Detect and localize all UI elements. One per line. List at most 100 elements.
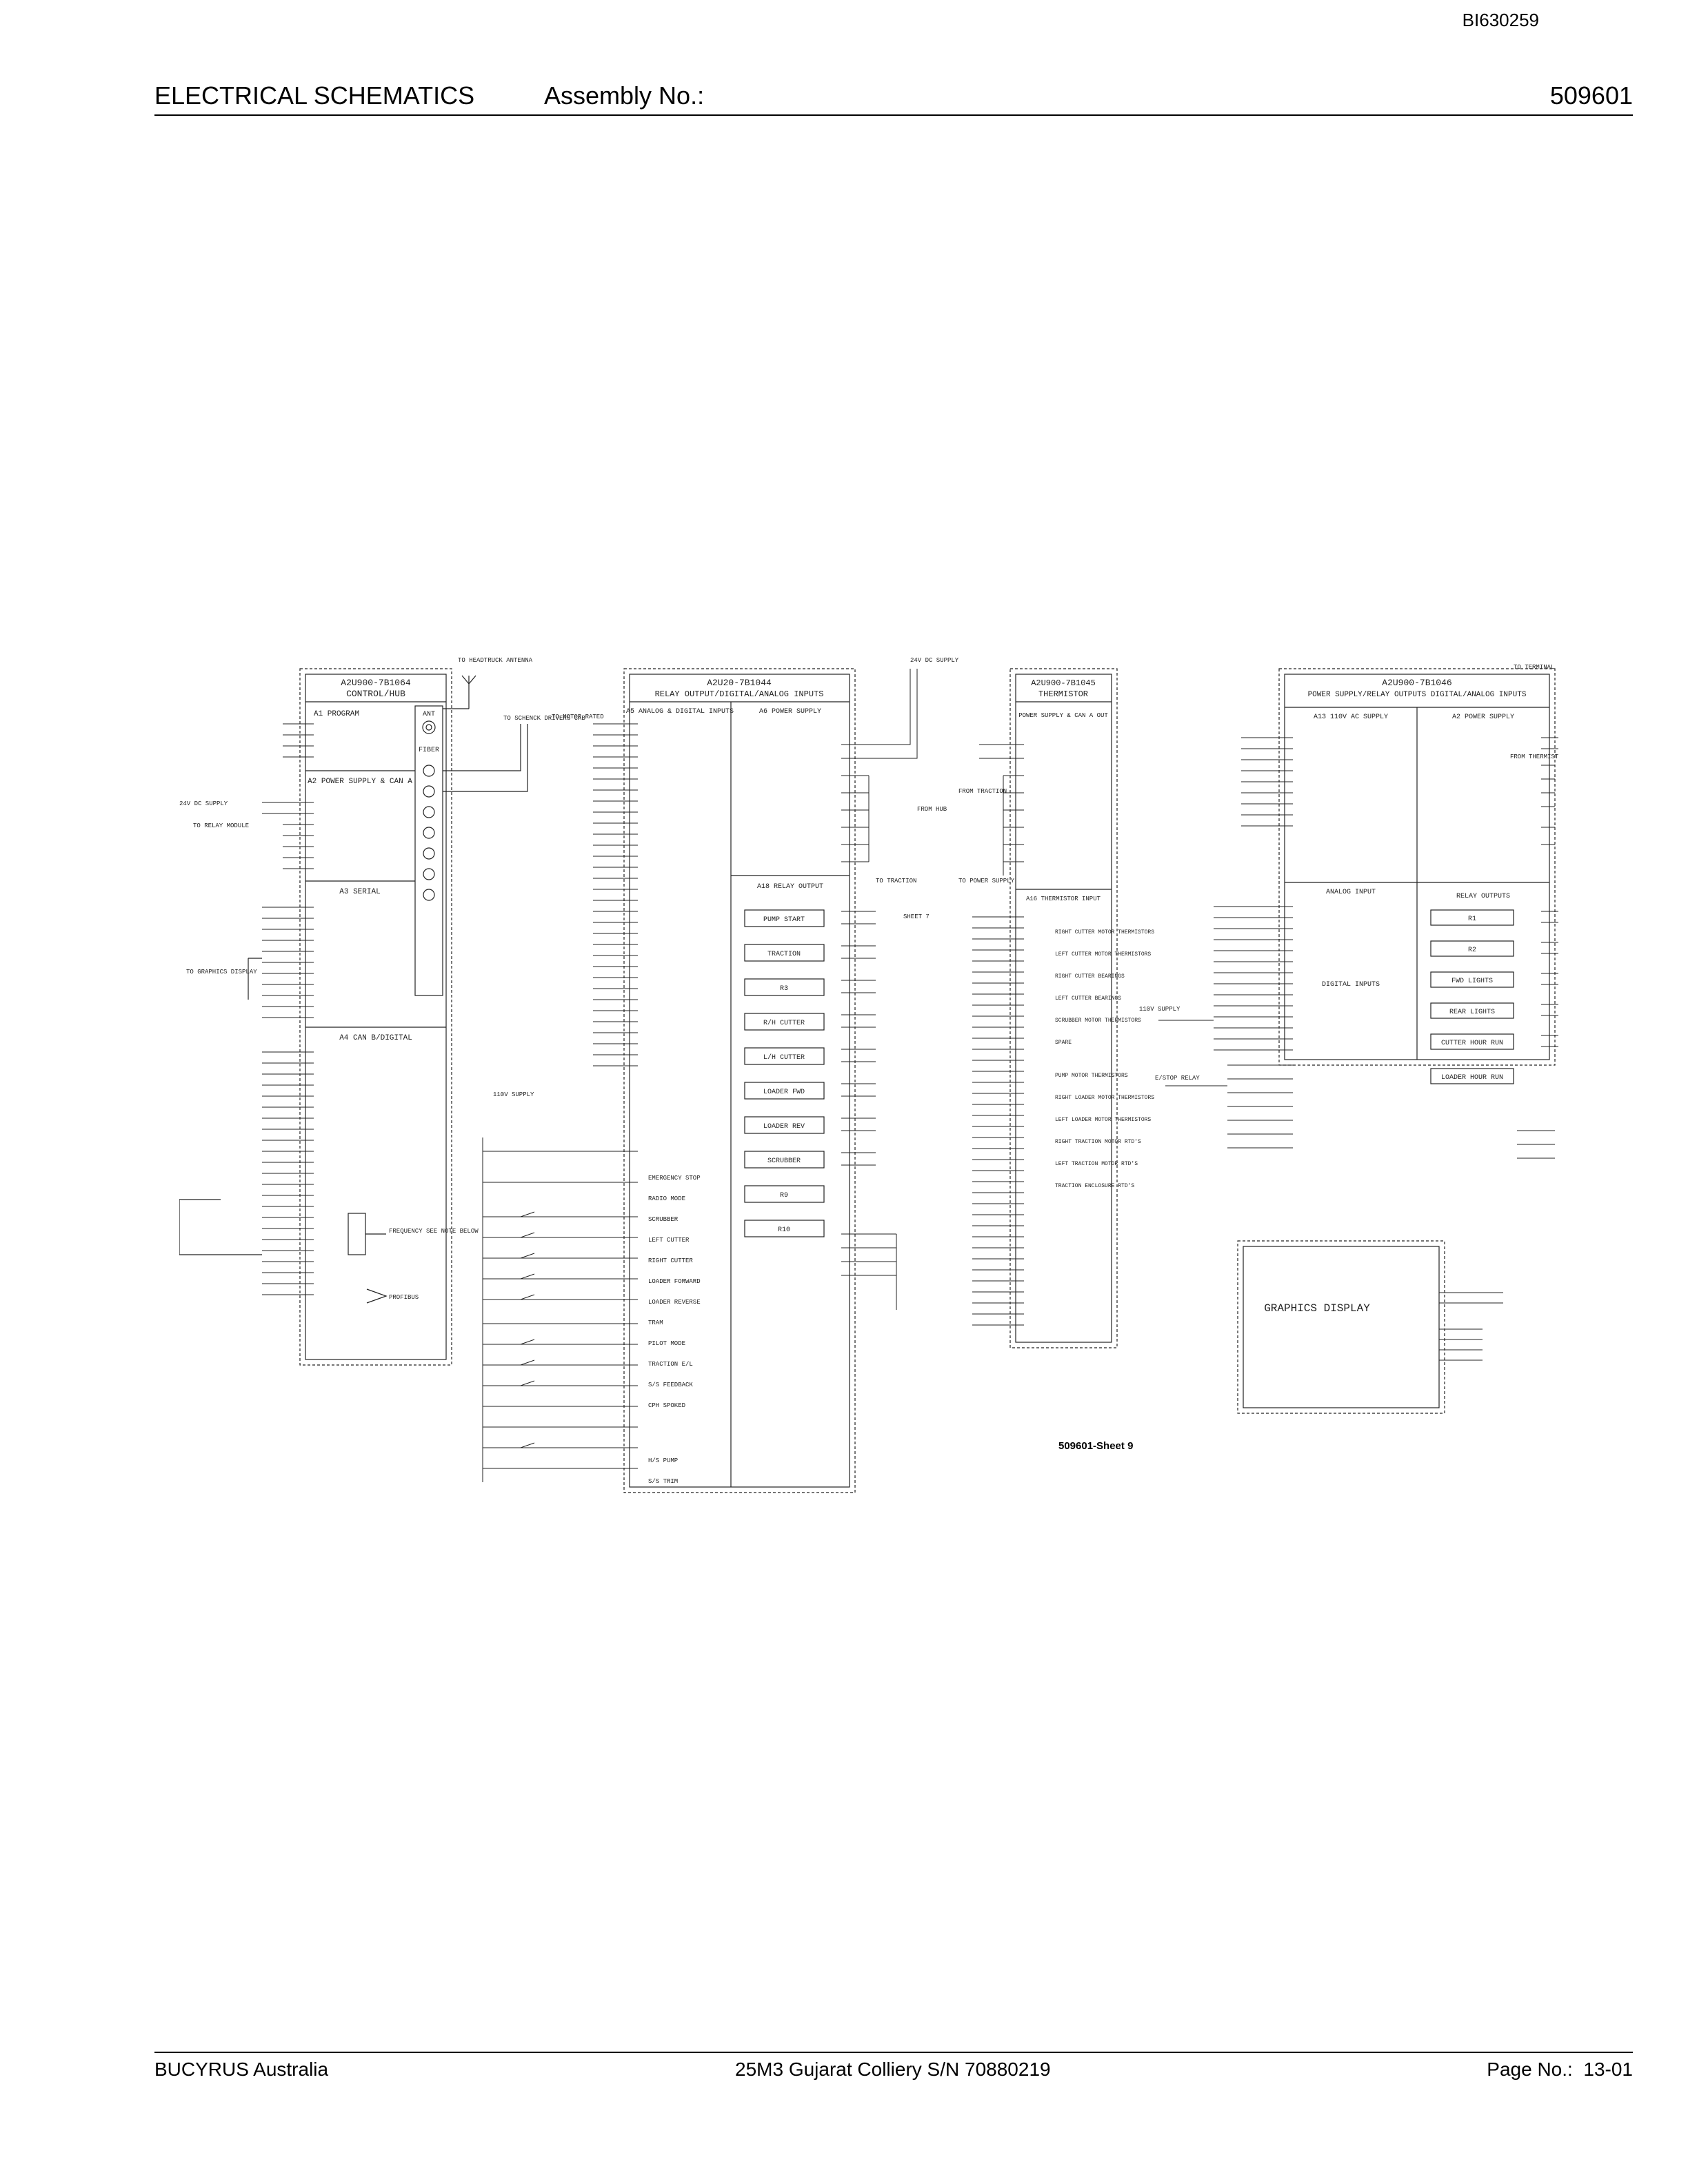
note-24v-supply-mid: 24V DC SUPPLY xyxy=(910,657,959,664)
note-from-hub: FROM HUB xyxy=(917,806,947,813)
note-estop-relay: E/STOP RELAY xyxy=(1155,1075,1200,1082)
block-digital-inputs: DIGITAL INPUTS xyxy=(1322,981,1380,989)
input-right-cutter: RIGHT CUTTER xyxy=(648,1257,693,1264)
note-headtruck-antenna: TO HEADTRUCK ANTENNA xyxy=(458,657,533,664)
footer-page-label: Page No.: xyxy=(1487,2059,1573,2080)
input-hs-pump: H/S PUMP xyxy=(648,1457,678,1464)
block-a6-power-supply: A6 POWER SUPPLY xyxy=(759,708,821,716)
therm-right-cutter-bearings: RIGHT CUTTER BEARINGS xyxy=(1055,973,1125,980)
relay-r10: R10 xyxy=(778,1226,790,1234)
ps-relay-r2: R2 xyxy=(1468,947,1476,954)
block-can-b-digital: A4 CAN B/DIGITAL xyxy=(339,1034,412,1042)
input-emergency-stop: EMERGENCY STOP xyxy=(648,1175,701,1182)
page-header: ELECTRICAL SCHEMATICS Assembly No.: 5096… xyxy=(154,79,1633,116)
electrical-schematic: A2U900-7B1064 CONTROL/HUB A1 PROGRAM ANT… xyxy=(179,655,1607,1527)
assembly-label: Assembly No.: xyxy=(544,81,705,110)
document-id: BI630259 xyxy=(1462,10,1539,30)
note-110v-supply-left: 110V SUPPLY xyxy=(493,1091,534,1098)
therm-traction-enclosure: TRACTION ENCLOSURE RTD'S xyxy=(1055,1183,1134,1189)
block-a18-relay-output: A18 RELAY OUTPUT xyxy=(757,883,823,891)
input-tram: TRAM xyxy=(648,1320,663,1326)
block-thermistor-power-supply: POWER SUPPLY & CAN A OUT xyxy=(1018,712,1108,719)
relay-output-part: A2U20-7B1044 xyxy=(707,678,772,688)
input-loader-forward: LOADER FORWARD xyxy=(648,1278,701,1285)
thermistor-part: A2U900-7B1045 xyxy=(1031,678,1096,688)
note-frequency: FREQUENCY SEE NOTE BELOW xyxy=(389,1228,479,1235)
page-footer: BUCYRUS Australia 25M3 Gujarat Colliery … xyxy=(154,2052,1633,2085)
input-ss-feedback: S/S FEEDBACK xyxy=(648,1382,693,1388)
input-loader-reverse: LOADER REVERSE xyxy=(648,1299,701,1306)
note-profibus: PROFIBUS xyxy=(389,1294,419,1301)
therm-right-loader-motor: RIGHT LOADER MOTOR THERMISTORS xyxy=(1055,1095,1154,1101)
note-to-motor-rated: TO MOTOR RATED xyxy=(552,714,604,720)
note-110v-supply-right: 110V SUPPLY xyxy=(1139,1006,1180,1013)
ps-relay-cutter-hour-run: CUTTER HOUR RUN xyxy=(1441,1040,1503,1047)
block-program: A1 PROGRAM xyxy=(314,710,359,718)
note-to-power-supply: TO POWER SUPPLY xyxy=(958,878,1015,884)
input-scrubber: SCRUBBER xyxy=(648,1216,679,1223)
note-to-terminal-strip: TO TERMINAL STRIP AND LED xyxy=(1514,664,1558,671)
power-supply-title: POWER SUPPLY/RELAY OUTPUTS DIGITAL/ANALO… xyxy=(1308,691,1527,699)
therm-left-cutter-motor: LEFT CUTTER MOTOR THERMISTORS xyxy=(1055,951,1151,958)
control-hub-module: A2U900-7B1064 CONTROL/HUB A1 PROGRAM ANT… xyxy=(179,668,479,1366)
relay-traction: TRACTION xyxy=(767,951,801,958)
block-fiber: FIBER xyxy=(419,747,439,754)
footer-company: BUCYRUS Australia xyxy=(154,2059,329,2080)
relay-rh-cutter: R/H CUTTER xyxy=(763,1019,805,1027)
thermistor-module: A2U900-7B1045 THERMISTOR POWER SUPPLY & … xyxy=(958,668,1154,1348)
control-hub-title: CONTROL/HUB xyxy=(346,689,405,699)
input-cph-spoked: CPH SPOKED xyxy=(648,1402,685,1409)
therm-left-loader-motor: LEFT LOADER MOTOR THERMISTORS xyxy=(1055,1117,1151,1123)
note-24v-supply-left: 24V DC SUPPLY xyxy=(179,800,228,807)
ps-relay-r1: R1 xyxy=(1468,916,1476,923)
input-pilot-mode: PILOT MODE xyxy=(648,1340,685,1347)
assembly-number: 509601 xyxy=(1549,81,1633,110)
page-title: ELECTRICAL SCHEMATICS xyxy=(154,81,475,110)
block-relay-outputs: RELAY OUTPUTS xyxy=(1456,893,1510,900)
therm-scrubber-motor: SCRUBBER MOTOR THERMISTORS xyxy=(1055,1018,1141,1024)
ps-relay-fwd-lights: FWD LIGHTS xyxy=(1451,978,1493,985)
relay-output-title: RELAY OUTPUT/DIGITAL/ANALOG INPUTS xyxy=(655,689,824,699)
relay-pump-start: PUMP START xyxy=(763,916,805,924)
sheet-label: 509601-Sheet 9 xyxy=(1058,1440,1133,1452)
therm-spare-1: SPARE xyxy=(1055,1040,1072,1046)
note-to-relay-module: TO RELAY MODULE xyxy=(193,822,249,829)
note-to-schenck: TO SCHENCK DRIVERS CAB xyxy=(503,715,585,722)
input-left-cutter: LEFT CUTTER xyxy=(648,1237,690,1244)
relay-lh-cutter: L/H CUTTER xyxy=(763,1053,805,1062)
input-ss-trim: S/S TRIM xyxy=(648,1478,678,1485)
block-a2-power-supply: A2 POWER SUPPLY xyxy=(1452,714,1514,721)
relay-output-module: A2U20-7B1044 RELAY OUTPUT/DIGITAL/ANALOG… xyxy=(482,657,959,1493)
ps-relay-loader-hour-run: LOADER HOUR RUN xyxy=(1441,1074,1503,1082)
note-to-graphics-display: TO GRAPHICS DISPLAY xyxy=(186,969,257,975)
block-power-supply-can-a: A2 POWER SUPPLY & CAN A xyxy=(308,778,412,786)
footer-page-number: 13-01 xyxy=(1583,2059,1633,2080)
ps-relay-rear-lights: REAR LIGHTS xyxy=(1449,1009,1495,1016)
block-analog-input: ANALOG INPUT xyxy=(1326,889,1376,896)
input-traction-el: TRACTION E/L xyxy=(648,1361,693,1368)
relay-scrubber: SCRUBBER xyxy=(767,1157,801,1165)
footer-page: Page No.: 13-01 xyxy=(1487,2059,1633,2081)
therm-right-traction-motor: RIGHT TRACTION MOTOR RTD'S xyxy=(1055,1139,1141,1145)
note-from-traction: FROM TRACTION xyxy=(958,788,1007,795)
input-radio-mode: RADIO MODE xyxy=(648,1195,685,1202)
power-supply-part: A2U900-7B1046 xyxy=(1382,678,1451,688)
therm-left-cutter-bearings: LEFT CUTTER BEARINGS xyxy=(1055,995,1121,1002)
relay-loader-fwd: LOADER FWD xyxy=(763,1089,805,1096)
thermistor-title: THERMISTOR xyxy=(1038,689,1088,699)
therm-pump-motor: PUMP MOTOR THERMISTORS xyxy=(1055,1073,1128,1079)
relay-r9: R9 xyxy=(780,1192,788,1200)
therm-left-traction-motor: LEFT TRACTION MOTOR RTD'S xyxy=(1055,1161,1138,1167)
graphics-display-block: GRAPHICS DISPLAY xyxy=(1237,1240,1503,1414)
block-a13-110v: A13 110V AC SUPPLY xyxy=(1314,714,1388,721)
block-analog-digital-inputs: A5 ANALOG & DIGITAL INPUTS xyxy=(626,708,734,716)
block-ant: ANT xyxy=(423,711,435,718)
therm-right-cutter-motor: RIGHT CUTTER MOTOR THERMISTORS xyxy=(1055,929,1154,936)
graphics-display-label: GRAPHICS DISPLAY xyxy=(1264,1302,1370,1315)
block-thermistor-input: A16 THERMISTOR INPUT xyxy=(1026,896,1101,902)
block-serial: A3 SERIAL xyxy=(339,888,380,896)
antenna-icon: TO HEADTRUCK ANTENNA TO SCHENCK DRIVERS … xyxy=(443,657,585,792)
control-hub-part: A2U900-7B1064 xyxy=(341,678,411,688)
footer-machine: 25M3 Gujarat Colliery S/N 70880219 xyxy=(735,2059,1051,2080)
relay-r3: R3 xyxy=(780,985,788,993)
